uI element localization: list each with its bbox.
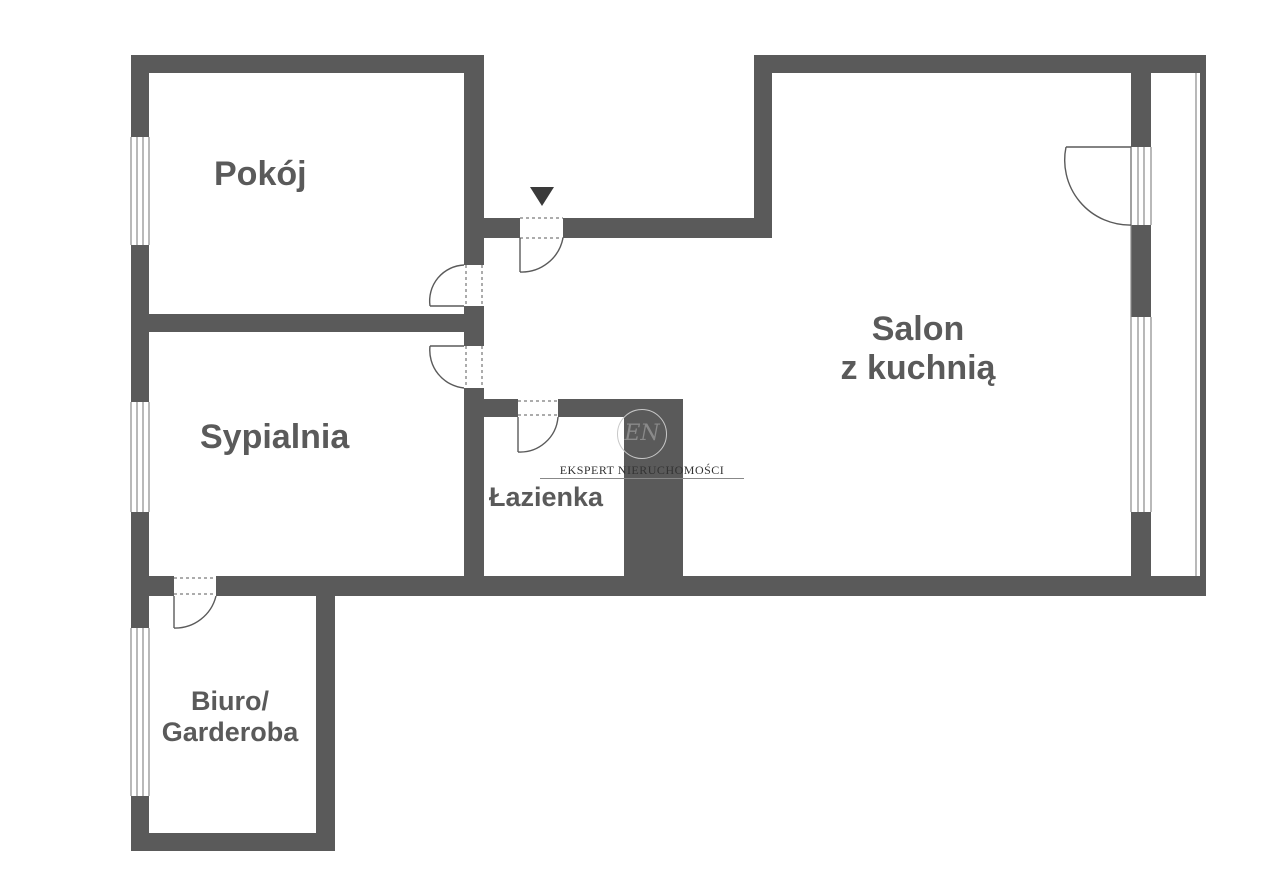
wall-hall-top-left — [484, 218, 520, 238]
window-salon-lower — [1130, 408, 1152, 512]
wall-salon-right-b — [1131, 225, 1151, 317]
wall-bottom-main — [216, 576, 1206, 596]
room-label-lazienka-text: Łazienka — [489, 482, 604, 512]
wall-salon-right-a — [1131, 55, 1151, 147]
wall-salon-top — [754, 55, 1206, 73]
wall-salon-left-upper — [754, 55, 772, 238]
room-label-biuro-line2: Garderoba — [161, 717, 299, 748]
room-label-salon-line2: z kuchnią — [840, 349, 996, 388]
doors — [173, 146, 1132, 629]
watermark-monogram: EN — [617, 409, 667, 459]
room-label-biuro: Biuro/ Garderoba — [150, 686, 310, 748]
wall-lazienka-top-left — [484, 399, 518, 417]
door-entrance — [519, 217, 564, 273]
room-label-pokoj-text: Pokój — [214, 155, 307, 193]
room-label-sypialnia-text: Sypialnia — [200, 418, 350, 456]
room-label-sypialnia: Sypialnia — [200, 418, 349, 457]
watermark-logo: EN EKSPERT NIERUCHOMOŚCI — [540, 405, 744, 481]
window-sypialnia — [130, 402, 150, 512]
entrance-arrow-icon — [530, 187, 554, 206]
room-label-salon: Salon z kuchnią — [818, 310, 1018, 388]
wall-bottom-main-left — [131, 576, 174, 596]
wall-biuro-right — [316, 576, 335, 851]
room-label-lazienka: Łazienka — [489, 482, 603, 513]
watermark-underline — [540, 478, 744, 479]
door-balcony — [1063, 146, 1132, 226]
room-label-salon-line1: Salon — [871, 310, 965, 348]
watermark-text: EKSPERT NIERUCHOMOŚCI — [559, 463, 725, 477]
wall-right-of-pokoj-mid — [464, 306, 484, 346]
room-label-pokoj: Pokój — [214, 155, 307, 194]
window-biuro — [130, 628, 150, 796]
door-biuro — [173, 577, 217, 629]
wall-biuro-bottom — [131, 833, 335, 851]
wall-pokoj-top — [131, 55, 484, 73]
door-lazienka — [517, 400, 559, 453]
wall-hall-top-right — [563, 218, 772, 238]
wall-sypialnia-right — [464, 388, 484, 588]
door-pokoj — [428, 264, 483, 307]
windows — [130, 73, 1197, 796]
room-label-biuro-line1: Biuro/ — [191, 686, 269, 716]
window-salon-middle — [1130, 317, 1152, 408]
wall-salon-right-c — [1131, 512, 1151, 588]
window-pokoj — [130, 137, 150, 245]
wall-pokoj-sypialnia — [131, 314, 484, 332]
balcony-door-opening — [1130, 147, 1152, 225]
wall-balcony-right — [1200, 55, 1206, 593]
door-sypialnia — [429, 345, 483, 389]
wall-pokoj-right-upper — [464, 55, 484, 265]
